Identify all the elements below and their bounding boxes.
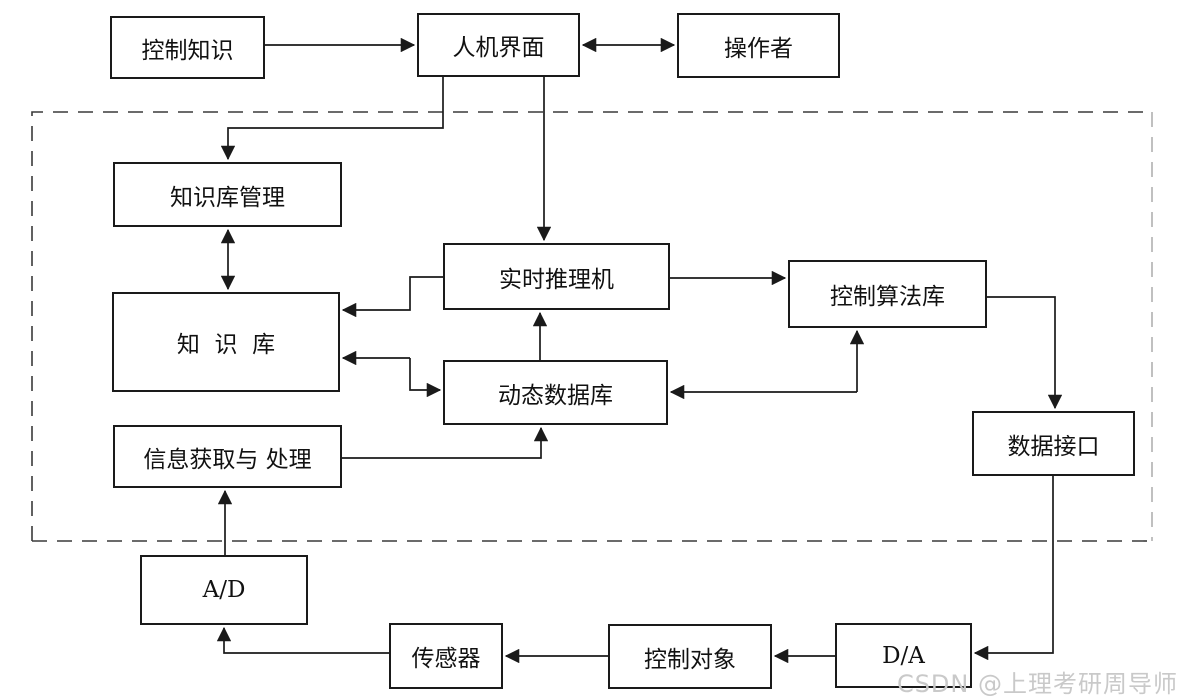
node-data-interface: 数据接口 (972, 411, 1135, 476)
arrow-hmi-to-kb-management (220, 77, 444, 161)
arrow-infoacquisition-to-dyndb (342, 426, 549, 459)
node-operator: 操作者 (677, 13, 840, 78)
node-ad-converter: A/D (140, 555, 308, 625)
dashed-boundary (31, 111, 1153, 542)
node-da-converter: D/A (835, 623, 972, 688)
csdn-watermark: CSDN @上理考研周导师 (896, 670, 1178, 697)
arrow-sensor-to-ad (216, 626, 389, 654)
node-sensor: 传感器 (389, 623, 503, 689)
node-hmi: 人机界面 (417, 13, 580, 77)
arrow-inference-to-kb (341, 276, 443, 318)
node-info-acquisition: 信息获取与 处理 (113, 425, 342, 488)
arrow-datainterface-to-da (973, 476, 1054, 661)
node-control-algorithm-lib: 控制算法库 (788, 260, 987, 328)
arrow-algolib-to-datainterface (987, 296, 1063, 410)
node-control-object: 控制对象 (608, 624, 772, 689)
node-control-knowledge: 控制知识 (110, 16, 265, 79)
node-knowledge-base: 知 识 库 (112, 292, 340, 392)
node-dynamic-database: 动态数据库 (443, 360, 668, 425)
node-realtime-inference: 实时推理机 (443, 243, 670, 310)
arrow-kb-to-dyndb (409, 358, 442, 398)
node-kb-management: 知识库管理 (113, 162, 342, 227)
